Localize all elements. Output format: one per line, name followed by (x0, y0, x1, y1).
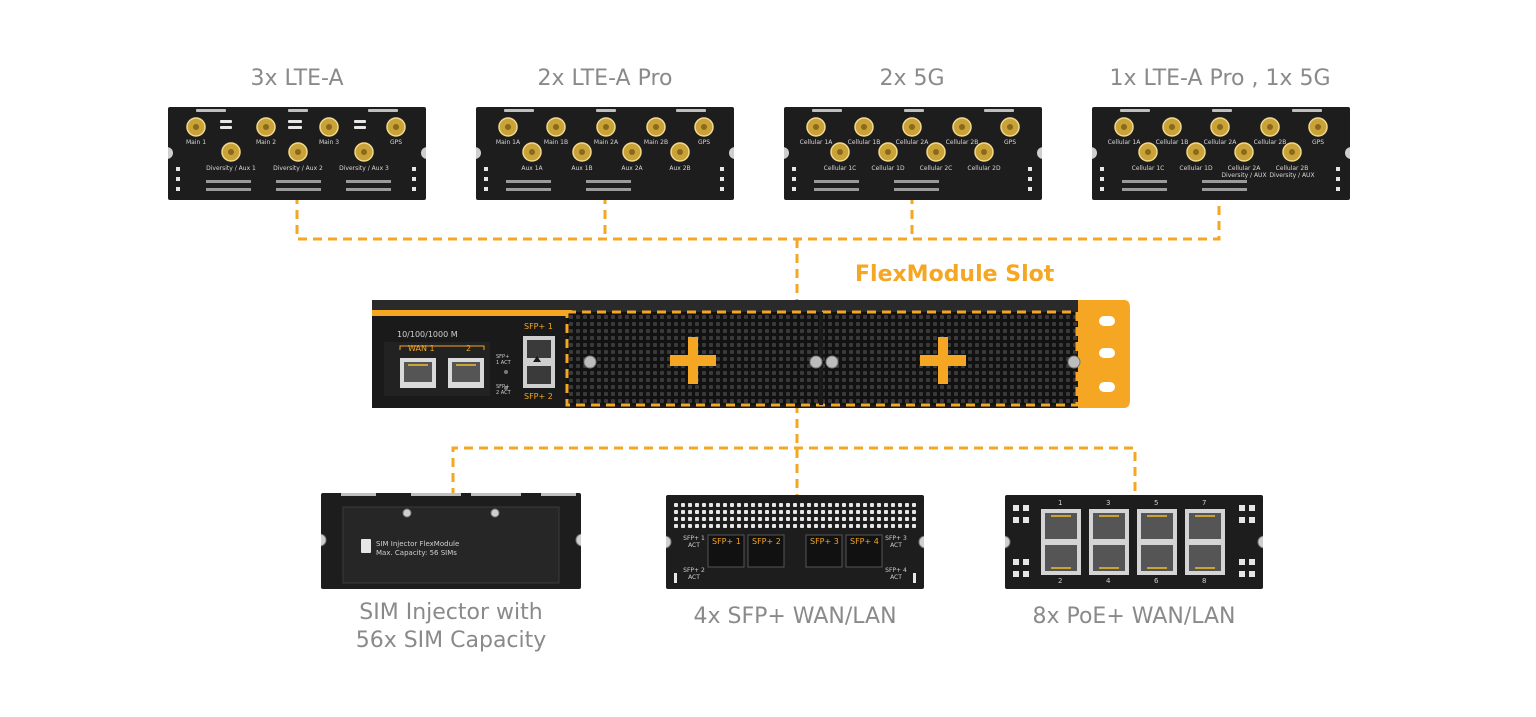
flexmodule-slot-label: FlexModule Slot (855, 262, 1055, 287)
antenna-label: Cellular 2B Diversity / AUX (1269, 165, 1315, 179)
sfp-module-caption: 4x SFP+ WAN/LAN (693, 604, 897, 629)
module-title-2x-5g: 2x 5G (879, 66, 945, 91)
router-chassis: 10/100/1000 M WAN 1 2 SFP+ 1 SFP+ 2 SFP+… (372, 300, 1130, 408)
antenna-label: Diversity / Aux 2 (273, 165, 323, 172)
antenna-label: Main 1A (495, 139, 521, 146)
antenna-label: Cellular 1C (1131, 165, 1165, 172)
act2-label: SFP+ 2 ACT (496, 384, 511, 396)
antenna-label: Main 1B (543, 139, 569, 146)
antenna-label: GPS (1311, 139, 1325, 146)
antenna-label: Cellular 2B (1253, 139, 1287, 146)
antenna-label: Cellular 1C (823, 165, 857, 172)
sfp-act-label: SFP+ 1 ACT (683, 535, 705, 549)
poe-module-caption: 8x PoE+ WAN/LAN (1032, 604, 1236, 629)
antenna-label: Main 2A (593, 139, 619, 146)
antenna-label: Aux 1B (571, 165, 593, 172)
sfp-port-label: SFP+ 4 (850, 537, 879, 546)
poe-port-number: 8 (1202, 577, 1207, 585)
lte-5g-combo-module: Cellular 1A Cellular 1B Cellular 2A Cell… (1092, 107, 1350, 200)
antenna-label: Cellular 2A (895, 139, 929, 146)
wan2-label: 2 (466, 344, 472, 353)
sim-injector-caption-2: 56x SIM Capacity (355, 628, 547, 653)
antenna-label: Cellular 1A (799, 139, 833, 146)
lte-module-3x: Main 1 Main 2 Main 3 GPS Diversity / Aux… (168, 107, 426, 200)
sfp-act-label: SFP+ 2 ACT (683, 567, 705, 581)
speed-label: 10/100/1000 M (397, 330, 458, 339)
antenna-label: Aux 1A (521, 165, 543, 172)
antenna-label: Cellular 1B (1155, 139, 1189, 146)
sim-injector-module: SIM Injector FlexModule Max. Capacity: 5… (321, 493, 581, 589)
antenna-label: Cellular 2A (1203, 139, 1237, 146)
lte-module-2x-pro: Main 1A Main 1B Main 2A Main 2B GPS Aux … (476, 107, 734, 200)
sfp-act-label: SFP+ 3 ACT (885, 535, 907, 549)
antenna-label: Cellular 1A (1107, 139, 1141, 146)
antenna-label: Cellular 1B (847, 139, 881, 146)
antenna-label: Cellular 2D (967, 165, 1001, 172)
antenna-label: GPS (389, 139, 403, 146)
antenna-label: GPS (1003, 139, 1017, 146)
sfp2-label: SFP+ 2 (524, 392, 553, 401)
poe-port-number: 5 (1154, 499, 1159, 507)
sim-card-capacity: Max. Capacity: 56 SIMs (376, 549, 457, 557)
sfp-act-label: SFP+ 4 ACT (885, 567, 907, 581)
antenna-label: Cellular 1D (1179, 165, 1213, 172)
module-title-2x-lte-a-pro: 2x LTE-A Pro (537, 66, 673, 91)
poe-port-number: 2 (1058, 577, 1063, 585)
module-title-lte-5g: 1x LTE-A Pro , 1x 5G (1109, 66, 1331, 91)
sfp-port-label: SFP+ 1 (712, 537, 741, 546)
antenna-label: Cellular 2B (945, 139, 979, 146)
poe-port-number: 4 (1106, 577, 1111, 585)
poe-port-number: 3 (1106, 499, 1111, 507)
antenna-label: Diversity / Aux 3 (339, 165, 389, 172)
sfp-port-label: SFP+ 2 (752, 537, 781, 546)
antenna-label: Diversity / Aux 1 (206, 165, 256, 172)
antenna-label: Aux 2B (669, 165, 691, 172)
5g-module-2x: Cellular 1A Cellular 1B Cellular 2A Cell… (784, 107, 1042, 200)
poe-module: 1 3 5 7 2 4 6 8 (1005, 495, 1263, 589)
poe-port-number: 7 (1202, 499, 1207, 507)
poe-port-number: 6 (1154, 577, 1159, 585)
antenna-label: Cellular 2A Diversity / AUX (1221, 165, 1267, 179)
sfp-port-label: SFP+ 3 (810, 537, 839, 546)
antenna-label: Main 1 (185, 139, 207, 146)
sfp-module: SFP+ 1 SFP+ 2 SFP+ 3 SFP+ 4 SFP+ 1 ACT S… (666, 495, 924, 589)
sfp1-label: SFP+ 1 (524, 322, 553, 331)
antenna-label: Aux 2A (621, 165, 643, 172)
antenna-label: Main 3 (318, 139, 340, 146)
act1-label: SFP+ 1 ACT (496, 354, 511, 366)
antenna-label: GPS (697, 139, 711, 146)
sim-injector-caption-1: SIM Injector with (359, 600, 543, 625)
wan1-label: WAN 1 (408, 344, 435, 353)
sim-card-title: SIM Injector FlexModule (376, 540, 460, 548)
antenna-label: Cellular 2C (919, 165, 953, 172)
antenna-label: Main 2B (643, 139, 669, 146)
module-title-3x-lte-a: 3x LTE-A (250, 66, 344, 91)
antenna-label: Cellular 1D (871, 165, 905, 172)
poe-port-number: 1 (1058, 499, 1063, 507)
antenna-label: Main 2 (255, 139, 277, 146)
